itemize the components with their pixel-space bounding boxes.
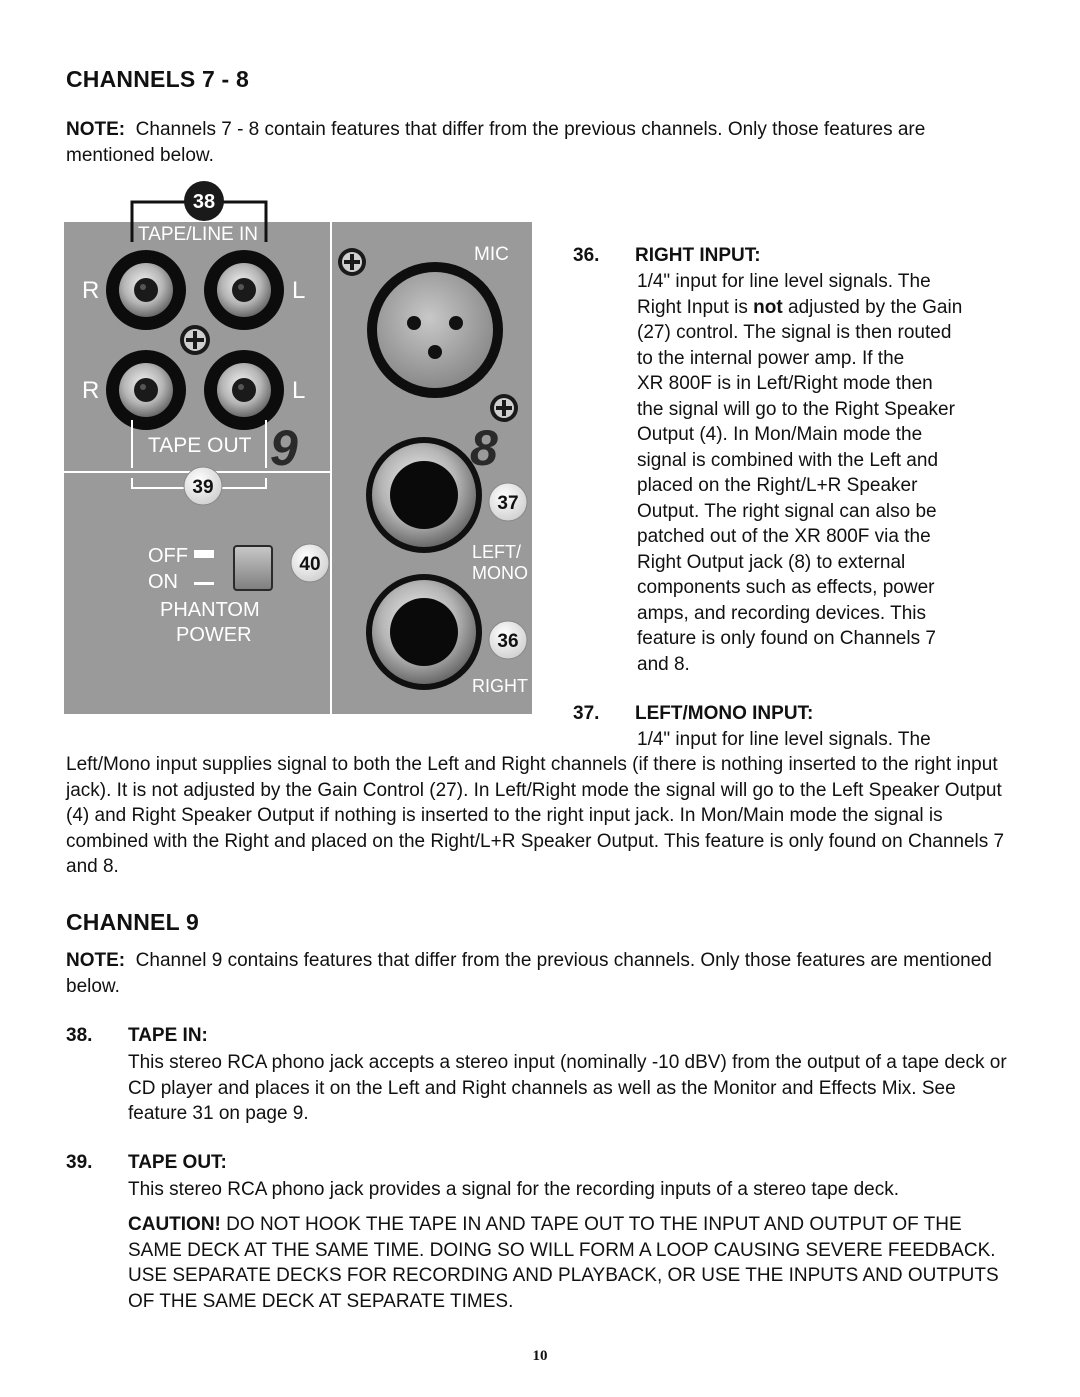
item-36-line: to the internal power amp. If the — [637, 347, 905, 369]
item-37-heading: 37. LEFT/MONO INPUT: — [573, 703, 813, 725]
mic-label: MIC — [474, 244, 509, 265]
item-36-line: components such as effects, power — [637, 577, 935, 598]
note-channel-9: NOTE: Channel 9 contains features that d… — [66, 948, 1016, 999]
callout-38 — [184, 181, 224, 221]
item-36-line: Right Input is not adjusted by the Gain — [637, 295, 1037, 321]
on-indicator-icon — [194, 582, 214, 585]
item-36-number: 36. — [573, 245, 600, 266]
tape-out-label: TAPE OUT — [148, 434, 252, 457]
item-36-line: amps, and recording devices. This — [637, 602, 927, 624]
item-36-text: adjusted by the Gain — [782, 296, 963, 318]
item-38-number: 38. — [66, 1025, 93, 1046]
item-37-first-line: 1/4" input for line level signals. The — [637, 729, 931, 750]
item-37-title: LEFT/MONO INPUT: — [635, 703, 814, 724]
label-l-out: L — [292, 377, 305, 404]
callout-37 — [488, 482, 528, 522]
item-38-title: TAPE IN: — [128, 1025, 208, 1046]
note-text: Channels 7 - 8 contain features that dif… — [66, 119, 926, 166]
note-label: NOTE: — [66, 119, 126, 140]
callout-37-label: 37 — [497, 493, 518, 514]
quarter-inch-jack-right — [366, 574, 482, 690]
rca-jack-out-r — [106, 350, 186, 430]
phantom-label: PHANTOM — [160, 599, 260, 621]
label-r-in: R — [82, 277, 99, 304]
item-36-line: the signal will go to the Right Speaker — [637, 398, 955, 420]
callout-36-label: 36 — [497, 631, 518, 652]
left-mono-label-line1: LEFT/ — [472, 542, 521, 562]
item-36-line: patched out of the XR 800F via the — [637, 526, 931, 547]
item-37-number: 37. — [573, 703, 600, 724]
item-38-body: This stereo RCA phono jack accepts a ste… — [128, 1052, 1007, 1124]
item-36-heading: 36. RIGHT INPUT: — [573, 245, 761, 267]
note-text: Channel 9 contains features that differ … — [66, 950, 992, 997]
callout-38-label: 38 — [193, 191, 215, 213]
item-36-line: signal is combined with the Left and — [637, 449, 939, 471]
item-36-line: Output. The right signal can also be — [637, 500, 937, 522]
heading-channels-7-8: CHANNELS 7 - 8 — [66, 66, 249, 92]
screw-icon — [180, 325, 210, 355]
left-mono-label-line2: MONO — [472, 563, 528, 583]
off-label: OFF — [148, 545, 188, 567]
item-36-line: (27) control. The signal is then routed — [637, 322, 952, 343]
callout-40 — [290, 543, 330, 583]
channel-8-number: 8 — [470, 420, 498, 476]
off-indicator-icon — [194, 550, 214, 558]
item-38-heading: 38. TAPE IN: — [66, 1025, 208, 1047]
caution-label: CAUTION! — [128, 1214, 221, 1235]
item-39-title: TAPE OUT: — [128, 1152, 227, 1173]
on-label: ON — [148, 571, 178, 593]
xlr-mic-jack — [367, 262, 503, 398]
channel-9-number: 9 — [270, 420, 298, 476]
callout-40-label: 40 — [299, 554, 320, 575]
item-39-body: This stereo RCA phono jack provides a si… — [128, 1179, 899, 1200]
screw-icon — [338, 248, 366, 276]
item-39-heading: 39. TAPE OUT: — [66, 1152, 227, 1174]
callout-39-label: 39 — [192, 477, 213, 498]
phantom-power-switch[interactable] — [233, 545, 273, 591]
heading-channel-9: CHANNEL 9 — [66, 909, 200, 935]
rca-jack-in-l — [204, 250, 284, 330]
note-label: NOTE: — [66, 950, 126, 971]
item-37-body: Left/Mono input supplies signal to both … — [66, 754, 1005, 877]
item-36-line: 1/4" input for line level signals. The — [637, 271, 931, 292]
label-r-out: R — [82, 377, 99, 404]
item-36-body: 1/4" input for line level signals. The R… — [637, 269, 1037, 677]
item-36-line: and 8. — [637, 653, 690, 675]
item-36-title: RIGHT INPUT: — [635, 245, 761, 266]
callout-36 — [488, 620, 528, 660]
note-channels-7-8: NOTE: Channels 7 - 8 contain features th… — [66, 117, 1016, 168]
caution-text: DO NOT HOOK THE TAPE IN AND TAPE OUT TO … — [128, 1214, 999, 1312]
mixer-panel-illustration: 38 TAPE/LINE IN R L R L TAPE OUT — [64, 181, 532, 714]
item-36-line: Output (4). In Mon/Main mode the — [637, 424, 923, 445]
item-39-number: 39. — [66, 1152, 93, 1173]
rca-jack-out-l — [204, 350, 284, 430]
item-36-emphasis: not — [753, 296, 783, 318]
callout-39 — [183, 466, 223, 506]
item-36-line: feature is only found on Channels 7 — [637, 628, 936, 649]
item-36-line: XR 800F is in Left/Right mode then — [637, 373, 933, 394]
label-l-in: L — [292, 277, 305, 304]
screw-icon — [490, 394, 518, 422]
rca-jack-in-r — [106, 250, 186, 330]
item-36-line: placed on the Right/L+R Speaker — [637, 475, 918, 496]
page-number: 10 — [532, 1348, 548, 1364]
tape-line-in-label: TAPE/LINE IN — [138, 224, 258, 245]
caution-block: CAUTION! DO NOT HOOK THE TAPE IN AND TAP… — [128, 1212, 1008, 1314]
item-36-text: Right Input is — [637, 296, 754, 318]
item-36-line: Right Output jack (8) to external — [637, 551, 906, 573]
right-label: RIGHT — [472, 676, 528, 696]
power-label: POWER — [176, 624, 252, 646]
quarter-inch-jack-left-mono — [366, 437, 482, 553]
